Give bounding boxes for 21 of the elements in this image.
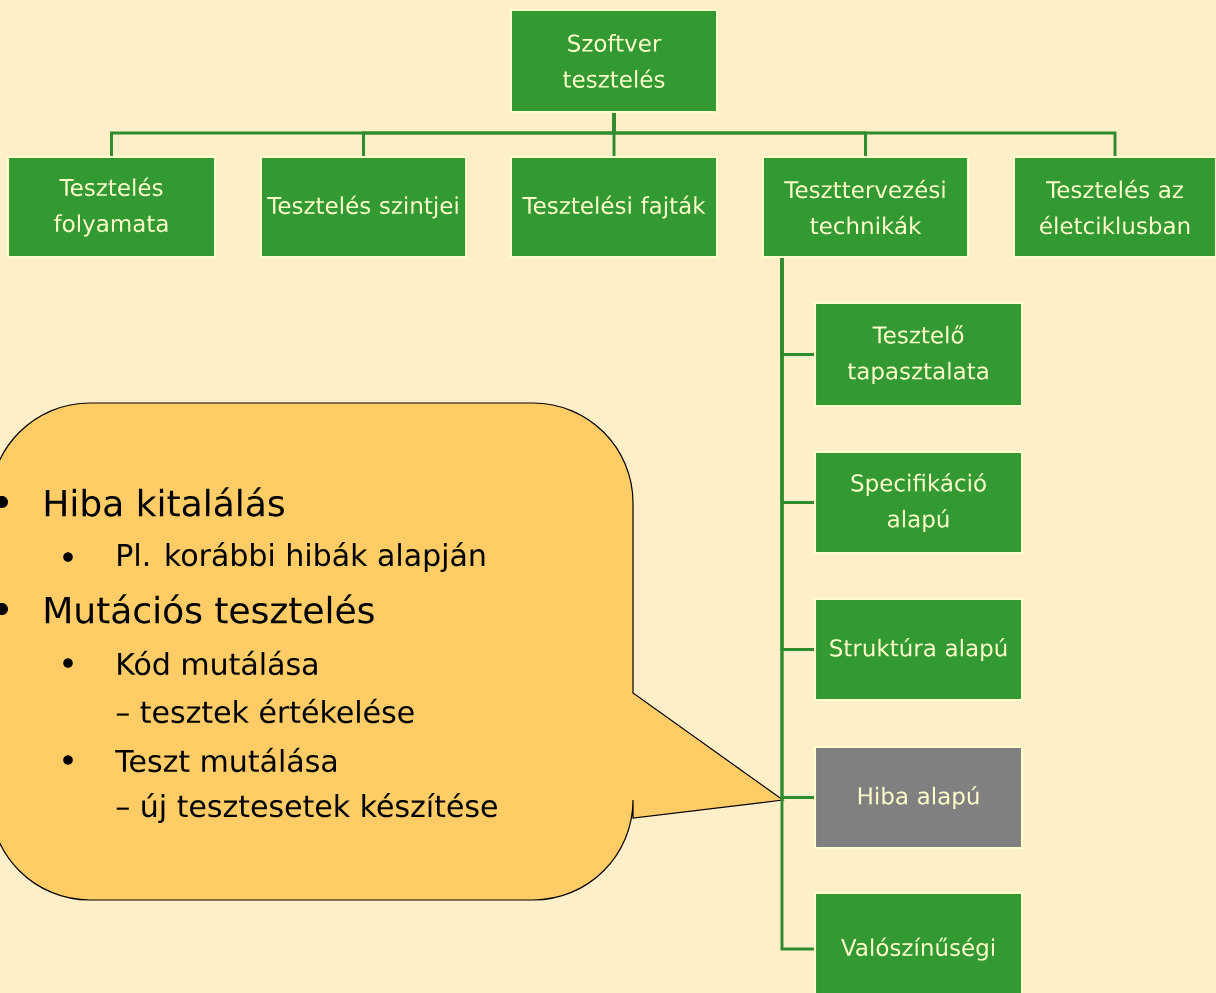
process-box: Tesztelő tapasztalata — [814, 302, 1023, 407]
bullet-text: Kód mutálása — [118, 650, 317, 676]
process-box: Hiba alapú — [814, 746, 1023, 850]
callout-bubble — [0, 402, 784, 901]
process-box: Szoftver tesztelés — [510, 9, 718, 113]
connector — [612, 113, 1117, 156]
bullet-text: Pl. korábbi hibák alapján — [118, 541, 485, 573]
bullet-text: Mutációs tesztelés — [45, 594, 374, 624]
process-box: Teszttervezési technikák — [762, 156, 970, 258]
bullet-text: Hiba kitalálás — [45, 487, 284, 517]
process-box: Tesztelés szintjei — [259, 156, 468, 258]
process-box: Tesztelési fajták — [510, 156, 718, 258]
process-box: Struktúra alapú — [814, 598, 1023, 702]
connector — [780, 258, 815, 951]
process-box: Specifikáció alapú — [814, 450, 1023, 555]
bullet-text: – új tesztesetek készítése — [116, 792, 497, 824]
process-box: Valószínűségi — [814, 892, 1023, 993]
bullet-text: Teszt mutálása — [115, 747, 336, 773]
process-box: Tesztelés folyamata — [7, 156, 216, 258]
bullet-text: – tesztek értékelése — [116, 698, 414, 724]
process-box: Tesztelés az életciklusban — [1013, 156, 1216, 258]
